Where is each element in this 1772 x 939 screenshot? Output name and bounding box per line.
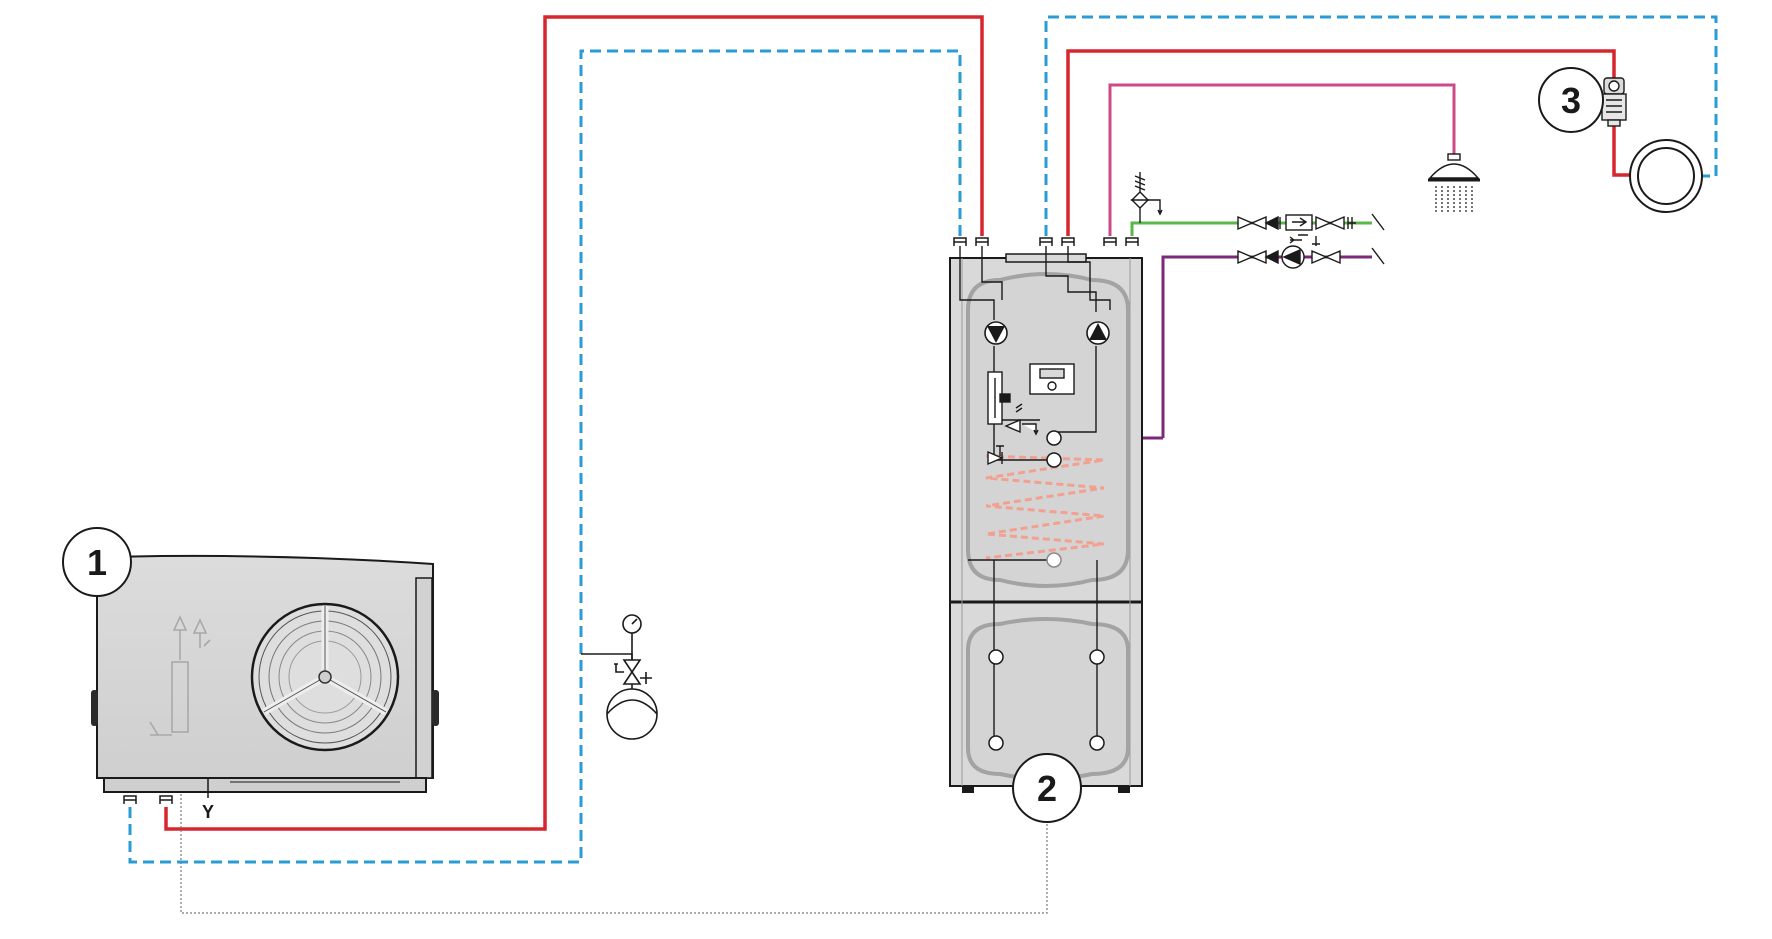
circulation-fittings (1237, 245, 1385, 269)
outdoor-unit: Y (91, 554, 439, 822)
shutoff-valve-icon (1315, 215, 1345, 231)
domestic-hot-water-pipe (1108, 83, 1456, 236)
heating-circuit (1601, 77, 1703, 213)
controller-display-icon (1029, 363, 1075, 395)
shower-head-icon (1428, 153, 1480, 214)
check-valve-icon (1264, 249, 1279, 265)
right-handle (432, 690, 439, 726)
flow-pipe-outdoor-to-tank (164, 15, 984, 831)
buffer-tank (966, 617, 1130, 781)
indoor-unit (949, 237, 1143, 793)
dhw-circulation-pipe (1161, 255, 1372, 438)
check-valve-icon (1264, 215, 1279, 231)
return-pipe-tank-to-outdoor (128, 49, 962, 864)
heating-flow-pipe (1066, 49, 1616, 236)
sensor-points (988, 430, 1105, 751)
callout-2-label: 2 (1037, 768, 1057, 809)
three-way-valve-icon (987, 445, 1004, 466)
outdoor-unit-connectors (123, 778, 209, 804)
callout-1: 1 (62, 527, 132, 597)
fan-icon (250, 602, 400, 752)
safety-valve-icon (1004, 403, 1039, 436)
communication-cable (180, 790, 1048, 914)
top-connectors (953, 237, 1139, 246)
callout-2: 2 (1012, 753, 1082, 823)
shutoff-valve-icon (1311, 249, 1341, 265)
heating-circuit-icon (1629, 139, 1703, 213)
callout-3-label: 3 (1561, 80, 1581, 121)
expansion-vessel-icon (606, 688, 658, 740)
shutoff-valve-icon (1237, 249, 1267, 265)
indoor-unit-feet (962, 786, 1130, 793)
safety-valve-icon (1130, 172, 1163, 223)
heating-return-pipe (1044, 15, 1718, 236)
circulation-pump-icon (1086, 321, 1110, 345)
expansion-vessel-group (606, 614, 658, 740)
backup-heater-icon (987, 371, 1011, 425)
shutoff-valve-icon (1237, 215, 1267, 231)
heating-flow-pipe-to-emitter (1612, 126, 1632, 177)
circulation-pump-icon (984, 321, 1008, 345)
left-handle (91, 690, 98, 726)
dhw-equipment (1130, 153, 1480, 269)
thermostatic-mixing-valve-icon (1601, 77, 1627, 127)
circulation-pump-icon (1281, 245, 1305, 269)
safety-valve-icon (614, 659, 652, 685)
callout-3: 3 (1538, 67, 1604, 133)
cold-water-fittings (1237, 213, 1385, 246)
outdoor-unit-side-panel (415, 577, 433, 779)
outdoor-unit-base (103, 777, 427, 793)
pipes (128, 15, 1718, 914)
heat-exchanger-coil (985, 454, 1105, 560)
callout-1-label: 1 (87, 542, 107, 583)
internal-components-ghost (149, 615, 211, 736)
drain-label: Y (202, 802, 214, 822)
